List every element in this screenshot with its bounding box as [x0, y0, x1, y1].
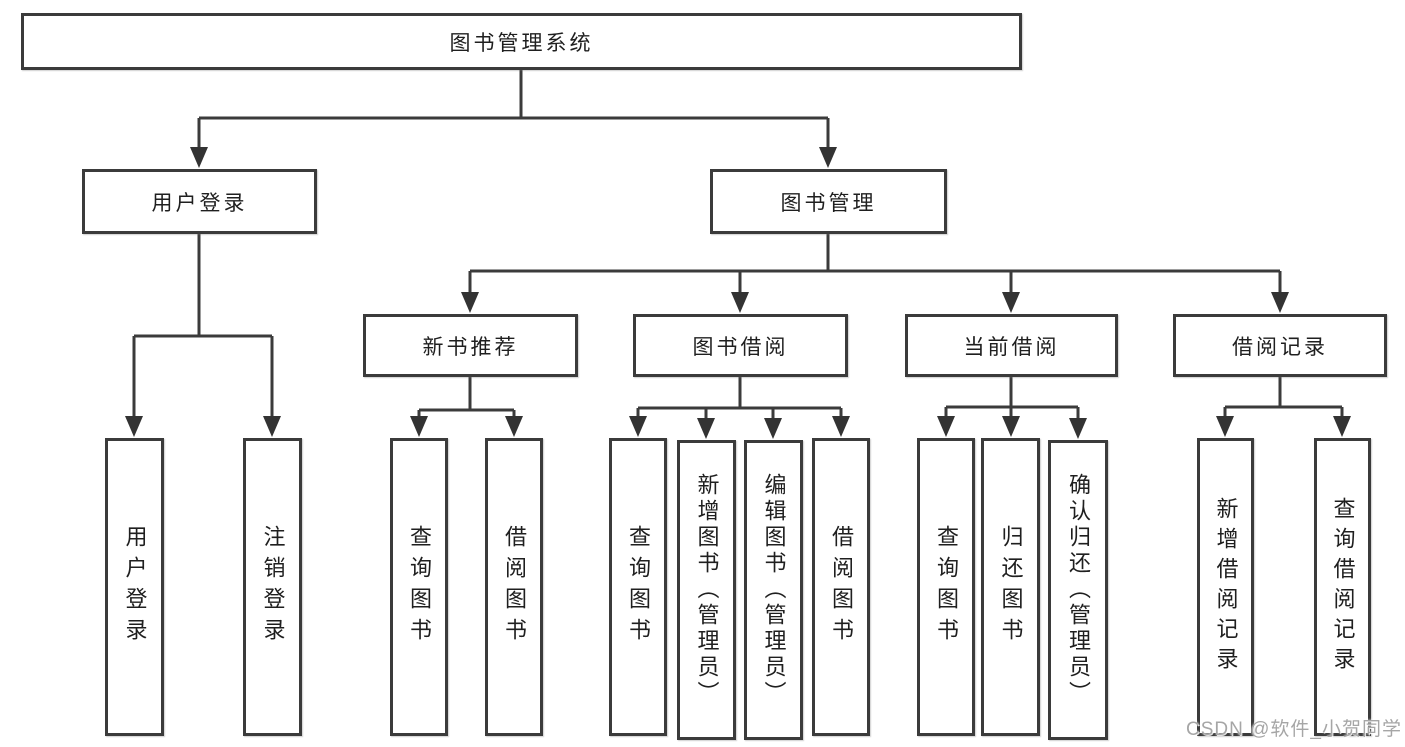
node-book-management-label: 图书管理	[780, 191, 877, 215]
node-user-login: 用户登录	[82, 169, 317, 234]
node-borrowing-records-label: 借阅记录	[1232, 335, 1328, 359]
node-book-management: 图书管理	[710, 169, 947, 234]
node-current-borrowing: 当前借阅	[905, 314, 1118, 377]
wire-root-to-level2	[197, 70, 830, 152]
leaf-confirm-return-admin: 确认归还（管理员）	[1048, 440, 1108, 740]
leaf-borrow-books-recommend-label: 借阅图书	[502, 525, 527, 649]
node-new-book-recommendation: 新书推荐	[363, 314, 578, 377]
node-book-borrowing-label: 图书借阅	[692, 335, 789, 359]
leaf-add-borrow-record-label: 新增借阅记录	[1213, 497, 1239, 677]
leaf-edit-books-admin: 编辑图书（管理员）	[744, 440, 803, 740]
node-borrowing-records: 借阅记录	[1173, 314, 1387, 377]
leaf-logout-label: 注销登录	[260, 525, 286, 649]
leaf-add-borrow-record: 新增借阅记录	[1197, 438, 1254, 736]
leaf-borrow-books-recommend: 借阅图书	[485, 438, 543, 736]
node-new-book-recommendation-label: 新书推荐	[422, 335, 519, 359]
node-book-borrowing: 图书借阅	[633, 314, 848, 377]
leaf-query-books-borrow-label: 查询图书	[626, 525, 651, 649]
leaf-query-borrow-record-label: 查询借阅记录	[1330, 497, 1356, 677]
leaf-query-books-recommend: 查询图书	[390, 438, 448, 736]
wire-borrow-subtree	[636, 377, 843, 423]
leaf-edit-books-admin-label: 编辑图书（管理员）	[761, 473, 787, 707]
leaf-return-books-label: 归还图书	[998, 525, 1024, 649]
arrowheads	[125, 147, 1351, 439]
leaf-user-login-label: 用户登录	[122, 525, 148, 649]
leaf-query-borrow-record: 查询借阅记录	[1314, 438, 1371, 736]
leaf-user-login: 用户登录	[105, 438, 164, 736]
leaf-return-books: 归还图书	[981, 438, 1040, 736]
leaf-borrow-books-borrow: 借阅图书	[812, 438, 870, 736]
leaf-confirm-return-admin-label: 确认归还（管理员）	[1066, 473, 1091, 707]
leaf-borrow-books-borrow-label: 借阅图书	[829, 525, 854, 649]
leaf-query-books-borrow: 查询图书	[609, 438, 667, 736]
csdn-watermark: CSDN @软件_小贺同学	[1186, 719, 1402, 740]
wire-book-mgmt-to-level3	[468, 233, 1282, 297]
node-user-login-label: 用户登录	[151, 191, 248, 215]
wire-new-book-subtree	[417, 377, 516, 421]
node-current-borrowing-label: 当前借阅	[963, 335, 1060, 359]
leaf-add-books-admin-label: 新增图书（管理员）	[694, 473, 720, 707]
leaf-query-books-current-label: 查询图书	[934, 525, 959, 649]
node-library-system: 图书管理系统	[21, 13, 1022, 70]
node-library-system-label: 图书管理系统	[449, 31, 594, 55]
wire-current-subtree	[944, 377, 1080, 423]
leaf-logout: 注销登录	[243, 438, 302, 736]
leaf-query-books-recommend-label: 查询图书	[407, 525, 432, 649]
leaf-add-books-admin: 新增图书（管理员）	[677, 440, 736, 740]
wire-records-subtree	[1223, 377, 1344, 421]
leaf-query-books-current: 查询图书	[917, 438, 975, 736]
wire-user-login-subtree	[132, 233, 274, 421]
